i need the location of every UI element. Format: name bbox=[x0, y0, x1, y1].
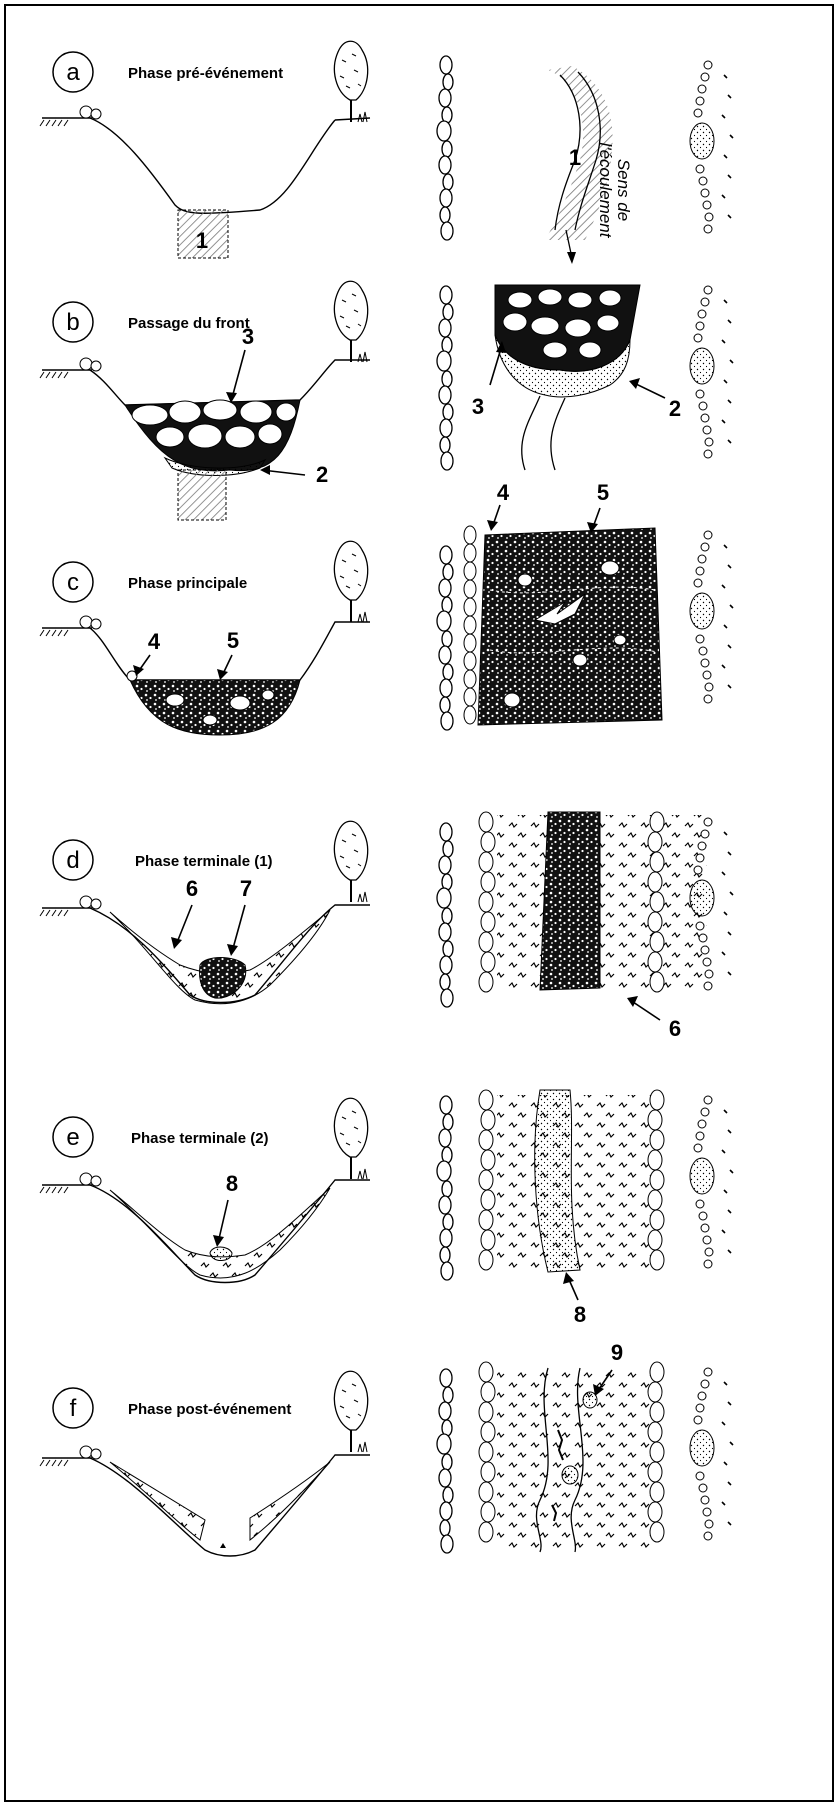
svg-text:Sens de: Sens de bbox=[614, 159, 633, 221]
label-4: 4 bbox=[148, 629, 161, 654]
plan-view: 6 bbox=[437, 812, 733, 1041]
row-b: b Passage du front 3 2 bbox=[40, 281, 733, 520]
label-4: 4 bbox=[497, 480, 510, 505]
phase-title: Phase terminale (2) bbox=[131, 1130, 269, 1147]
label-6: 6 bbox=[186, 876, 198, 901]
label-3: 3 bbox=[242, 324, 254, 349]
label-3: 3 bbox=[472, 394, 484, 419]
plan-view: 1 bbox=[437, 56, 733, 264]
row-d: d Phase terminale (1) 6 7 bbox=[40, 812, 733, 1041]
flow-direction-label: Sens de l'écoulement bbox=[596, 143, 633, 239]
label-5: 5 bbox=[597, 480, 609, 505]
phase-title: Phase pré-événement bbox=[128, 65, 283, 82]
plan-view: 3 2 bbox=[437, 285, 733, 470]
plan-view: 9 bbox=[437, 1340, 733, 1553]
phase-title: Phase terminale (1) bbox=[135, 853, 273, 870]
label-2: 2 bbox=[316, 462, 328, 487]
label-8: 8 bbox=[574, 1302, 586, 1327]
phase-letter: f bbox=[70, 1395, 77, 1422]
label-2: 2 bbox=[669, 396, 681, 421]
phase-title: Phase post-événement bbox=[128, 1401, 291, 1418]
phase-title: Phase principale bbox=[128, 575, 247, 592]
row-f: f Phase post-événement bbox=[40, 1340, 733, 1556]
label-1: 1 bbox=[196, 228, 208, 253]
phase-title: Passage du front bbox=[128, 315, 250, 332]
phase-letter: e bbox=[66, 1124, 79, 1151]
label-9: 9 bbox=[611, 1340, 623, 1365]
label-8: 8 bbox=[226, 1171, 238, 1196]
label-1: 1 bbox=[569, 145, 581, 170]
label-7: 7 bbox=[240, 876, 252, 901]
phase-letter: c bbox=[67, 569, 79, 596]
svg-text:l'écoulement: l'écoulement bbox=[596, 143, 615, 239]
label-5: 5 bbox=[227, 628, 239, 653]
label-6: 6 bbox=[669, 1016, 681, 1041]
phase-letter: d bbox=[66, 847, 79, 874]
phase-letter: a bbox=[66, 59, 80, 86]
plan-view: 4 5 bbox=[437, 480, 733, 730]
row-c: c Phase principale 4 5 bbox=[40, 480, 733, 735]
phase-letter: b bbox=[66, 309, 79, 336]
row-a: a Phase pré-événement 1 1 Sens de l'écou… bbox=[40, 41, 733, 264]
plan-view: 8 bbox=[437, 1090, 733, 1327]
row-e: e Phase terminale (2) 8 bbox=[40, 1090, 733, 1327]
